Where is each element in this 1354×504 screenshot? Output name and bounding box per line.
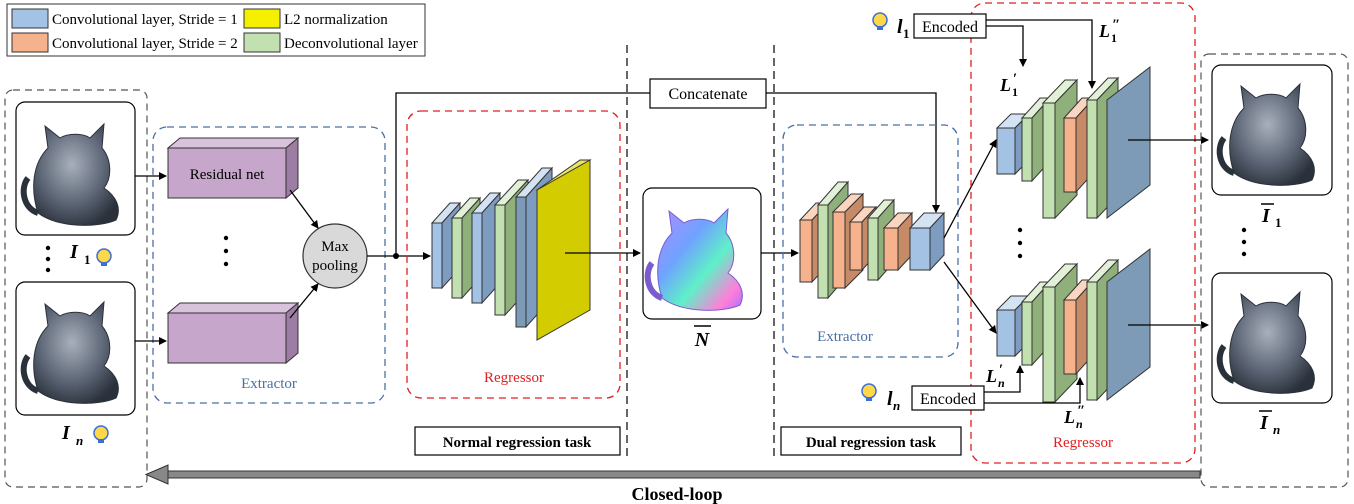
residual-block-top xyxy=(166,136,300,200)
bulb-icon xyxy=(861,383,877,401)
input-dots xyxy=(45,245,51,273)
concatenate-label: Concatenate xyxy=(668,86,747,103)
arrow-residual-to-pool-2 xyxy=(289,283,319,319)
regressor-2-dots xyxy=(1017,227,1023,259)
closed-loop-label: Closed-loop xyxy=(631,484,722,504)
regressor-1-caption: Regressor xyxy=(484,370,544,386)
L1-double-prime-label: L xyxy=(1098,21,1110,41)
Ln-prime-mark: ′ xyxy=(999,362,1003,378)
legend-label-conv2: Convolutional layer, Stride = 2 xyxy=(52,36,238,52)
legend: Convolutional layer, Stride = 1 L2 norma… xyxy=(6,3,426,57)
input-label-1-sub: 1 xyxy=(84,252,91,267)
arrow-residual-to-pool xyxy=(289,189,319,229)
output-dots xyxy=(1241,227,1247,257)
extractor-dots xyxy=(223,235,229,267)
legend-swatch-l2 xyxy=(243,8,281,29)
Ln-prime-label: L xyxy=(985,366,997,386)
light-l1-label: l xyxy=(897,16,903,38)
input-group-frame xyxy=(4,89,148,488)
normal-task-label: Normal regression task xyxy=(443,435,592,451)
max-pooling-label-1: Max xyxy=(321,239,349,255)
arrow-encoded-to-Lnpp xyxy=(984,377,1084,404)
concat-line-left xyxy=(395,92,650,256)
extractor-2-frame xyxy=(782,124,959,358)
legend-swatch-deconv xyxy=(243,32,281,53)
legend-label-deconv: Deconvolutional layer xyxy=(284,36,418,52)
L1-prime-sub: 1 xyxy=(1012,85,1018,99)
output-label-n: I xyxy=(1259,412,1269,434)
extractor-1-frame xyxy=(152,126,386,404)
legend-label-l2: L2 normalization xyxy=(284,12,388,28)
regressor-2-frame xyxy=(970,2,1196,464)
residual-block-bottom xyxy=(166,301,300,365)
dual-task-label: Dual regression task xyxy=(806,435,937,451)
encoded-label-top: Encoded xyxy=(922,19,978,36)
regressor-1-frame xyxy=(406,110,621,399)
L1-prime-mark: ′ xyxy=(1013,71,1017,87)
legend-swatch-conv1 xyxy=(11,8,49,29)
arrow-extractor2-to-bottom xyxy=(943,261,997,334)
Ln-double-prime-mark: ″ xyxy=(1077,403,1085,419)
bulb-icon xyxy=(872,12,888,30)
legend-label-conv1: Convolutional layer, Stride = 1 xyxy=(52,12,238,28)
output-label-1-sub: 1 xyxy=(1275,215,1282,230)
input-label-1: I xyxy=(69,241,79,263)
arrow-encoded-to-Lnp xyxy=(984,365,1024,393)
input-label-n: I xyxy=(61,422,71,444)
L1-double-prime-mark: ″ xyxy=(1112,17,1120,33)
output-label-1: I xyxy=(1261,205,1271,227)
dual-task-box xyxy=(780,426,962,456)
legend-swatch-conv2 xyxy=(11,32,49,53)
encoded-label-bottom: Encoded xyxy=(920,391,976,408)
extractor-2-layers xyxy=(798,180,946,300)
normal-map-label: N xyxy=(694,329,711,351)
light-ln-label: l xyxy=(887,388,893,410)
Ln-double-prime-sub: n xyxy=(1076,417,1083,431)
closed-loop-arrow xyxy=(144,464,1201,485)
concat-line-right xyxy=(766,92,940,213)
normal-task-box xyxy=(414,426,621,456)
L1-double-prime-sub: 1 xyxy=(1111,31,1117,45)
extractor-2-caption: Extractor xyxy=(817,329,873,345)
Ln-prime-sub: n xyxy=(998,376,1005,390)
arrow-encoded-to-L1pp xyxy=(986,19,1096,89)
L1-prime-label: L xyxy=(999,75,1011,95)
light-ln-sub: n xyxy=(893,398,900,413)
encoded-box-bottom xyxy=(911,385,985,411)
arrow-extractor2-to-top xyxy=(943,139,997,239)
bulb-icon xyxy=(96,248,112,266)
max-pooling-label-2: pooling xyxy=(312,258,358,274)
input-label-n-sub: n xyxy=(76,433,83,448)
regressor-2-top-layers xyxy=(995,65,1151,220)
regressor-2-caption: Regressor xyxy=(1053,435,1113,451)
legend-frame xyxy=(6,3,426,57)
regressor-1-layers xyxy=(430,159,592,341)
max-pooling-node xyxy=(302,223,368,289)
Ln-double-prime-label: L xyxy=(1063,407,1075,427)
residual-net-label: Residual net xyxy=(190,167,265,183)
arrow-encoded-to-L1p xyxy=(986,25,1027,67)
extractor-1-caption: Extractor xyxy=(241,376,297,392)
output-group-frame xyxy=(1200,53,1349,488)
bulb-icon xyxy=(93,425,109,443)
light-l1-sub: 1 xyxy=(903,26,910,41)
output-label-n-sub: n xyxy=(1273,422,1280,437)
